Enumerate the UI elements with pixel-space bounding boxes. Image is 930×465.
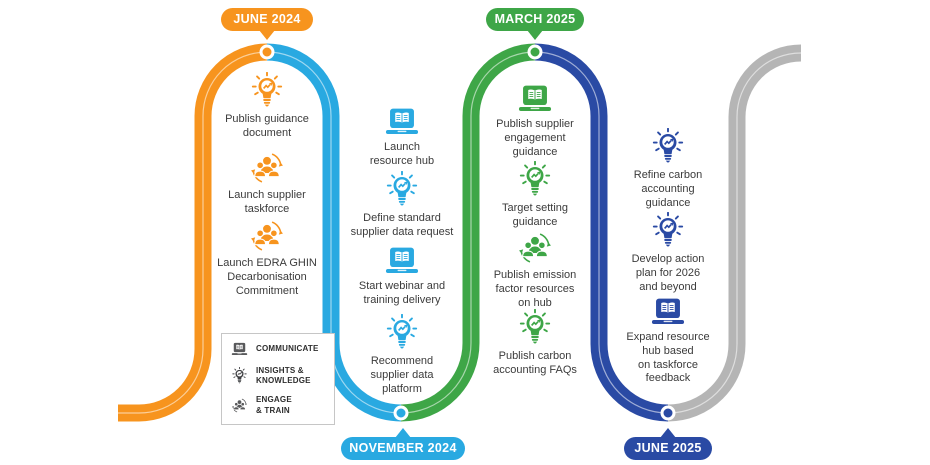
milestone-item-label: Expand resource hub based on taskforce f…	[626, 331, 710, 385]
milestone-item-label: Refine carbon accounting guidance	[633, 169, 703, 209]
milestone-item: Publish carbon accounting FAQs	[470, 309, 600, 378]
laptop-book-icon	[231, 342, 248, 357]
milestone-item-label: Develop action plan for 2026 and beyond	[631, 253, 705, 293]
milestone-badge-label: MARCH 2025	[494, 12, 576, 26]
milestone-item-label: Recommend supplier data platform	[370, 355, 434, 395]
milestone-item: Target setting guidance	[470, 161, 600, 230]
lightbulb-icon	[517, 161, 553, 199]
laptop-book-icon	[384, 107, 420, 138]
legend-item-label: COMMUNICATE	[256, 344, 319, 354]
lightbulb-icon	[384, 314, 420, 352]
laptop-book-icon	[384, 246, 420, 277]
milestone-item: Expand resource hub based on taskforce f…	[608, 297, 728, 386]
milestone-item: Publish guidance document	[197, 72, 337, 141]
milestone-item-label: Launch supplier taskforce	[228, 189, 306, 215]
milestone-item: Launch EDRA GHIN Decarbonisation Commitm…	[197, 218, 337, 298]
people-group-icon	[249, 150, 285, 186]
legend-item-engage-train: ENGAGE & TRAIN	[231, 395, 325, 416]
milestone-item: Publish emission factor resources on hub	[470, 230, 600, 310]
legend-item-insights-knowledge: INSIGHTS & KNOWLEDGE	[231, 366, 325, 387]
lightbulb-icon	[650, 128, 686, 166]
milestone-badge-label: JUNE 2024	[233, 12, 301, 26]
legend-item-label: INSIGHTS & KNOWLEDGE	[256, 365, 311, 386]
people-group-icon	[231, 397, 248, 414]
milestone-item-label: Target setting guidance	[501, 202, 569, 228]
milestone-item-label: Publish supplier engagement guidance	[496, 118, 574, 158]
lightbulb-icon	[231, 367, 248, 385]
milestone-item-label: Launch EDRA GHIN Decarbonisation Commitm…	[217, 257, 317, 297]
laptop-book-icon	[517, 84, 553, 115]
milestone-item-label: Launch resource hub	[369, 141, 435, 167]
lightbulb-icon	[384, 171, 420, 209]
milestone-badge-label: NOVEMBER 2024	[349, 441, 457, 455]
milestone-item: Launch supplier taskforce	[197, 150, 337, 217]
milestone-item: Define standard supplier data request	[337, 171, 467, 240]
milestone-item-label: Publish emission factor resources on hub	[493, 269, 577, 309]
milestone-badge-june-2024: JUNE 2024	[221, 8, 313, 40]
milestone-item: Launch resource hub	[337, 107, 467, 169]
lightbulb-icon	[249, 72, 285, 110]
milestone-item: Develop action plan for 2026 and beyond	[608, 212, 728, 294]
legend-item-label: ENGAGE & TRAIN	[256, 395, 292, 415]
lightbulb-icon	[650, 212, 686, 250]
milestone-badge-november-2024: NOVEMBER 2024	[341, 428, 465, 460]
milestone-badge-june-2025: JUNE 2025	[624, 428, 712, 460]
legend-box: COMMUNICATE INSIGHTS & KNOWLEDGE ENGAGE …	[221, 333, 335, 425]
badge-pointer	[259, 30, 275, 40]
lightbulb-icon	[517, 309, 553, 347]
milestone-item: Start webinar and training delivery	[337, 246, 467, 308]
milestone-item: Publish supplier engagement guidance	[470, 84, 600, 159]
milestone-badge-march-2025: MARCH 2025	[486, 8, 584, 40]
laptop-book-icon	[650, 297, 686, 328]
timeline-node-november-2024	[393, 405, 409, 421]
milestone-item: Refine carbon accounting guidance	[608, 128, 728, 210]
milestone-item-label: Start webinar and training delivery	[358, 280, 446, 306]
badge-pointer	[527, 30, 543, 40]
milestone-item: Recommend supplier data platform	[337, 314, 467, 396]
milestone-badge-label: JUNE 2025	[634, 441, 702, 455]
milestone-item-label: Publish carbon accounting FAQs	[493, 350, 577, 376]
badge-pointer	[395, 428, 411, 438]
people-group-icon	[517, 230, 553, 266]
timeline-node-march-2025	[527, 44, 543, 60]
milestone-item-label: Define standard supplier data request	[350, 212, 454, 238]
people-group-icon	[249, 218, 285, 254]
milestone-item-label: Publish guidance document	[225, 113, 309, 139]
badge-pointer	[660, 428, 676, 438]
timeline-node-june-2025	[660, 405, 676, 421]
timeline-node-june-2024	[259, 44, 275, 60]
legend-item-communicate: COMMUNICATE	[231, 342, 325, 357]
